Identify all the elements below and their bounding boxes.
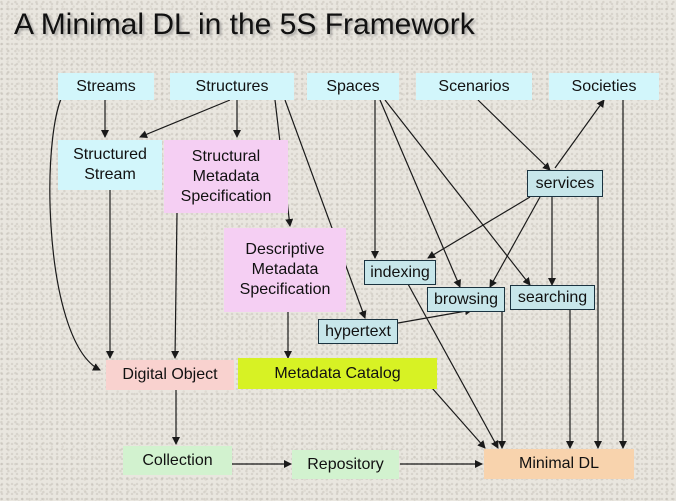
arrow-scenarios-services xyxy=(477,99,551,171)
node-societies: Societies xyxy=(549,73,659,100)
node-structural-metadata-specification: Structural Metadata Specification xyxy=(164,140,288,213)
arrow-spaces-browsing xyxy=(379,99,461,288)
node-structured-stream: Structured Stream xyxy=(58,140,162,190)
arrow-catalog-minimal-dl xyxy=(431,387,486,449)
node-structures: Structures xyxy=(170,73,294,100)
diagram-title: A Minimal DL in the 5S Framework xyxy=(14,8,475,41)
arrow-structures-hypertext xyxy=(284,99,367,319)
node-descriptive-metadata-specification: Descriptive Metadata Specification xyxy=(224,228,346,312)
node-streams: Streams xyxy=(58,73,154,100)
arrow-services-societies xyxy=(554,99,605,169)
arrow-indexing-minimal-dl xyxy=(407,283,499,449)
arrow-streams-digital-object xyxy=(49,87,101,371)
arrow-services-indexing xyxy=(427,196,531,259)
arrow-structures-structured-stream xyxy=(139,99,231,139)
arrow-spaces-searching xyxy=(384,99,531,286)
node-hypertext: hypertext xyxy=(318,319,398,344)
node-browsing: browsing xyxy=(427,287,505,312)
arrow-structural-metadata-digital-object xyxy=(171,212,180,359)
node-repository: Repository xyxy=(292,450,399,479)
node-searching: searching xyxy=(510,285,595,310)
arrow-hypertext-browsing xyxy=(397,307,473,324)
node-digital-object: Digital Object xyxy=(106,360,234,390)
node-indexing: indexing xyxy=(364,260,436,285)
node-collection: Collection xyxy=(123,446,232,475)
node-minimal-dl: Minimal DL xyxy=(484,449,634,479)
node-services: services xyxy=(527,170,603,197)
node-metadata-catalog: Metadata Catalog xyxy=(238,358,437,389)
node-spaces: Spaces xyxy=(307,73,399,100)
node-scenarios: Scenarios xyxy=(416,73,532,100)
arrow-services-browsing xyxy=(489,196,541,288)
